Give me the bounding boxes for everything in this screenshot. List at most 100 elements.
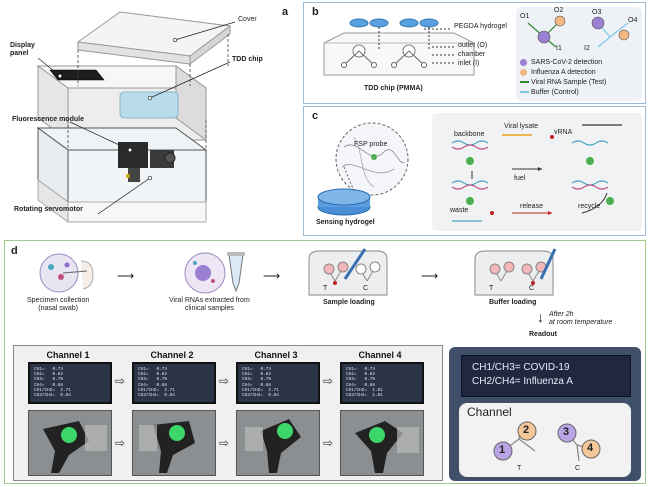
channel-title: Channel 4	[358, 350, 402, 360]
panel-b: b PEGDA hydrogel outlet (O) chamber inle…	[303, 2, 646, 104]
label-cover: Cover	[238, 16, 257, 23]
c-label: C	[575, 465, 581, 472]
result-line: CH2/CH4= Influenza A	[472, 376, 573, 387]
label-waste: waste	[450, 207, 469, 214]
legend: SARS-CoV-2 detection Influenza A detecti…	[520, 57, 640, 97]
node-i1: I1	[556, 45, 562, 52]
label-vrna: vRNA	[554, 129, 573, 136]
arrow-right-icon: ⇨	[115, 374, 126, 388]
orange-circle-icon	[520, 68, 527, 76]
panel-a-letter: a	[282, 6, 289, 18]
node-i2: I2	[584, 45, 590, 52]
label-inlet: inlet (I)	[458, 60, 480, 67]
node-o4: O4	[628, 17, 638, 24]
channel-readings-box: Channel 1 Channel 2 Channel 3 Channel 4 …	[13, 345, 443, 481]
channel-number: 3	[563, 426, 570, 438]
arrow-right-icon: ⇨	[219, 374, 230, 388]
step-sample-loading: Sample loading	[323, 299, 375, 306]
channel-screen: CH1= 0.74 CH2= 0.62 CH3= 0.70 CH4= 0.66 …	[236, 362, 320, 404]
t-label: T	[517, 465, 522, 472]
channel-screen: CH1= 0.74 CH2= 0.62 CH3= 0.70 CH4= 0.66 …	[132, 362, 216, 404]
channel-screen: CH1= 0.74 CH2= 0.62 CH3= 0.70 CH4= 0.66 …	[340, 362, 424, 404]
rna-tube-icon	[184, 252, 245, 294]
result-line: CH1/CH3= COVID-19	[472, 362, 570, 373]
node-o1: O1	[520, 13, 530, 20]
label-outlet: outlet (O)	[458, 42, 488, 49]
cycle-diagram	[451, 124, 622, 222]
result-box: CH1/CH3= COVID-19 CH2/CH4= Influenza A C…	[449, 347, 641, 481]
channel-screen: CH1= 0.74 CH2= 0.62 CH3= 0.70 CH4= 0.66 …	[28, 362, 112, 404]
legend-label: Viral RNA Sample (Test)	[531, 78, 607, 86]
channel-title: Channel 3	[254, 350, 298, 360]
label-chamber: chamber	[458, 51, 486, 58]
panel-d-letter: d	[11, 245, 18, 257]
panel-b-letter: b	[312, 6, 319, 18]
blue-line-icon	[520, 91, 529, 93]
arrow-right-icon: ⟶	[421, 269, 439, 283]
tdd-chip-illustration	[323, 18, 475, 76]
label-release: release	[520, 203, 543, 210]
c-label: C	[529, 285, 535, 292]
result-screen: CH1/CH3= COVID-19 CH2/CH4= Influenza A	[461, 355, 631, 397]
nasal-swab-icon	[39, 253, 94, 293]
label-display-panel: Display panel	[10, 42, 35, 57]
label-rotating-servomotor: Rotating servomotor	[14, 206, 83, 213]
purple-circle-icon	[520, 58, 527, 66]
arrow-right-icon: ⇨	[219, 436, 230, 450]
channel-number: 4	[587, 442, 594, 454]
legend-label: SARS-CoV-2 detection	[531, 58, 603, 66]
arrow-down-icon: ↓	[537, 309, 544, 325]
legend-label: Buffer (Control)	[531, 88, 579, 96]
label-pegda: PEGDA hydrogel	[454, 23, 507, 30]
legend-item: Influenza A detection	[520, 67, 640, 77]
arrow-right-icon: ⇨	[115, 436, 126, 450]
hydrogel-illustration	[317, 122, 409, 216]
label-viral-lysate: Viral lysate	[504, 123, 539, 130]
servo-position-photo	[236, 410, 320, 476]
label-tdd-caption: TDD chip (PMMA)	[364, 85, 423, 92]
t-label: T	[489, 285, 494, 292]
servo-position-photo	[28, 410, 112, 476]
legend-item: Viral RNA Sample (Test)	[520, 77, 640, 87]
node-o3: O3	[592, 9, 602, 16]
step-viral-rnas: Viral RNAs extracted from clinical sampl…	[169, 297, 250, 312]
node-o2: O2	[554, 7, 564, 14]
channel-number: 2	[523, 424, 530, 436]
legend-item: SARS-CoV-2 detection	[520, 57, 640, 67]
arrow-right-icon: ⇨	[323, 374, 334, 388]
servo-arm-graphic	[341, 411, 423, 475]
buffer-loading-chip	[474, 248, 557, 296]
legend-label: Influenza A detection	[531, 68, 596, 76]
servo-position-photo	[132, 410, 216, 476]
green-line-icon	[520, 81, 529, 83]
arrow-right-icon: ⇨	[323, 436, 334, 450]
label-recycle: recycle	[578, 203, 601, 210]
panel-d: d Specimen collection (nasal swab) ⟶ Vir…	[4, 240, 646, 484]
label-fuel: fuel	[514, 175, 526, 182]
channel-title: Channel 2	[150, 350, 194, 360]
servo-position-photo	[340, 410, 424, 476]
arrow-right-icon: ⟶	[263, 269, 281, 283]
servo-arm-graphic	[133, 411, 215, 475]
chip-schematic-inset: O1 O2 O3 O4 I1 I2 SARS-CoV-2 detection I…	[516, 7, 642, 101]
channel-box-title: Channel	[467, 405, 512, 419]
c-label: C	[363, 285, 369, 292]
channel-title: Channel 1	[46, 350, 90, 360]
channel-legend-card: Channel 1 2 3 4 T C	[459, 403, 631, 477]
label-fluorescence-module: Fluorescence module	[12, 116, 84, 123]
step-specimen-collection: Specimen collection (nasal swab)	[27, 297, 90, 312]
readout-label: Readout	[529, 331, 557, 338]
sample-loading-chip	[308, 248, 388, 296]
label-sensing-hydrogel: Sensing hydrogel	[316, 219, 375, 226]
channel-node-diagram	[527, 15, 630, 48]
after-note: After 2h at room temperature	[549, 311, 613, 326]
label-fsp-probe: FSP probe	[354, 141, 388, 148]
channel-node-diagram	[493, 421, 601, 462]
panel-a: a	[0, 0, 300, 238]
panel-c-letter: c	[312, 110, 319, 122]
label-tdd-chip: TDD chip	[232, 56, 263, 63]
servo-arm-graphic	[237, 411, 319, 475]
arrow-right-icon: ⟶	[117, 269, 135, 283]
mechanism-diagram: Viral lysate backbone vRNA fuel waste re…	[432, 113, 642, 231]
channel-number: 1	[499, 444, 506, 456]
